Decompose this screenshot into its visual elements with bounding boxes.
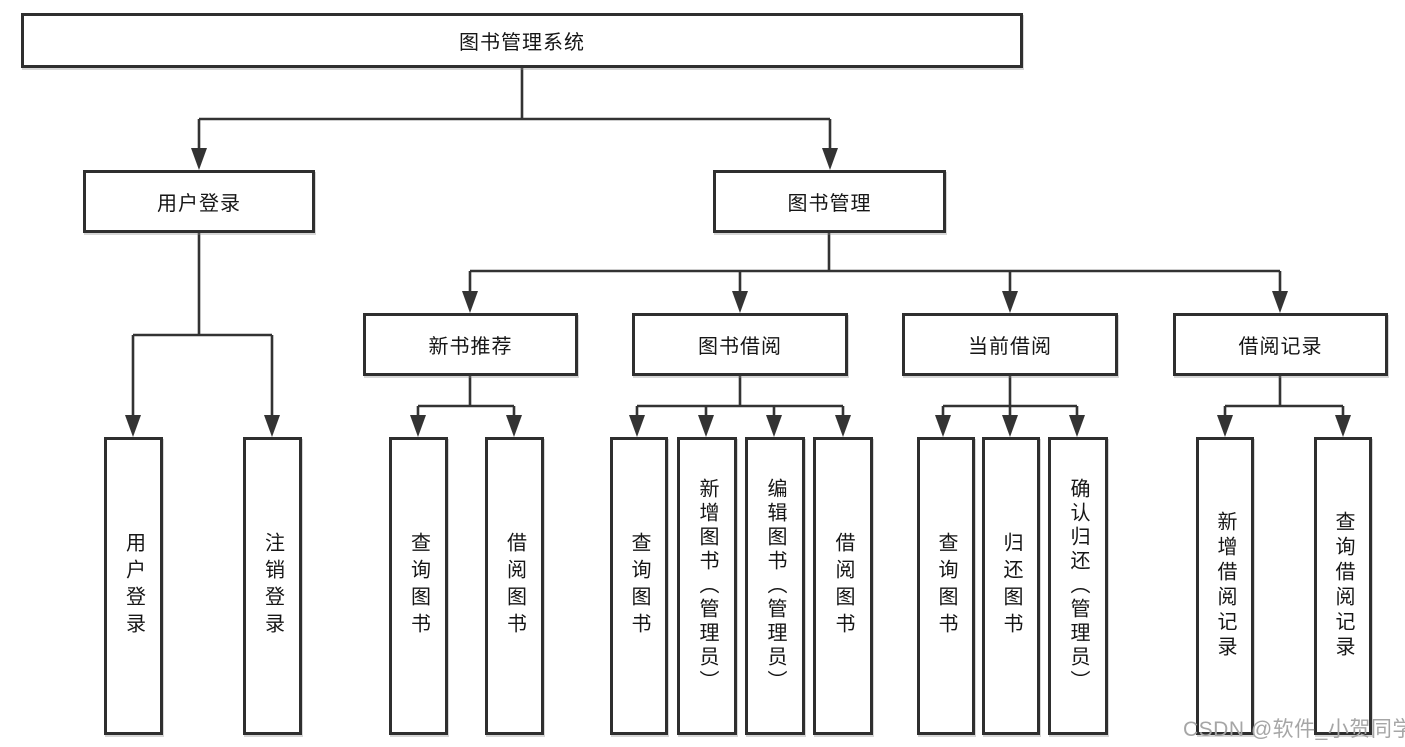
connector-paths xyxy=(131,68,1345,418)
leaf-user-login: 用户登录 xyxy=(104,437,163,735)
node-user-login: 用户登录 xyxy=(83,170,315,233)
leaf-borrowing-borrow-books: 借阅图书 xyxy=(813,437,873,735)
csdn-watermark: CSDN @软件_小贺同学 xyxy=(1183,718,1405,741)
leaf-recommend-query-books: 查询图书 xyxy=(389,437,448,735)
leaf-current-confirm-return-admin: 确认归还（管理员） xyxy=(1048,437,1108,735)
leaf-current-query-books: 查询图书 xyxy=(917,437,975,735)
leaf-recommend-borrow-books: 借阅图书 xyxy=(485,437,544,735)
node-current-borrowing: 当前借阅 xyxy=(902,313,1118,376)
leaf-borrowing-add-books-admin: 新增图书（管理员） xyxy=(677,437,737,735)
node-book-borrowing: 图书借阅 xyxy=(632,313,848,376)
leaf-record-query-borrow-record: 查询借阅记录 xyxy=(1314,437,1372,735)
node-book-management: 图书管理 xyxy=(713,170,946,233)
arrow-down-icons xyxy=(125,148,1351,437)
leaf-logout: 注销登录 xyxy=(243,437,302,735)
node-new-book-recommend: 新书推荐 xyxy=(363,313,578,376)
node-borrowing-records: 借阅记录 xyxy=(1173,313,1388,376)
leaf-borrowing-edit-books-admin: 编辑图书（管理员） xyxy=(745,437,805,735)
node-root-system: 图书管理系统 xyxy=(21,13,1023,68)
leaf-borrowing-query-books: 查询图书 xyxy=(610,437,668,735)
leaf-current-return-books: 归还图书 xyxy=(982,437,1040,735)
leaf-record-add-borrow-record: 新增借阅记录 xyxy=(1196,437,1254,735)
